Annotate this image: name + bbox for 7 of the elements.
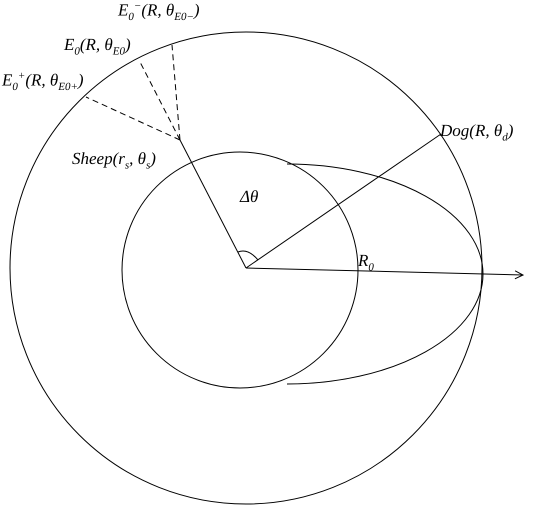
point-label: E$_{0}$$^{+}$(R, θ$_{E0+}$) — [2, 70, 84, 94]
point-label: E$_{0}$(R, θ$_{E0}$) — [64, 36, 131, 58]
point-label: Sheep(r$_{s}$, θ$_{s}$) — [72, 150, 156, 172]
angle-label: Δθ — [240, 188, 258, 207]
radius-label: R$_{0}$ — [358, 252, 374, 274]
point-label: Dog(R, θ$_{d}$) — [440, 122, 514, 144]
point-label: E$_{0}$$^{−}$(R, θ$_{E0−}$) — [118, 0, 200, 24]
